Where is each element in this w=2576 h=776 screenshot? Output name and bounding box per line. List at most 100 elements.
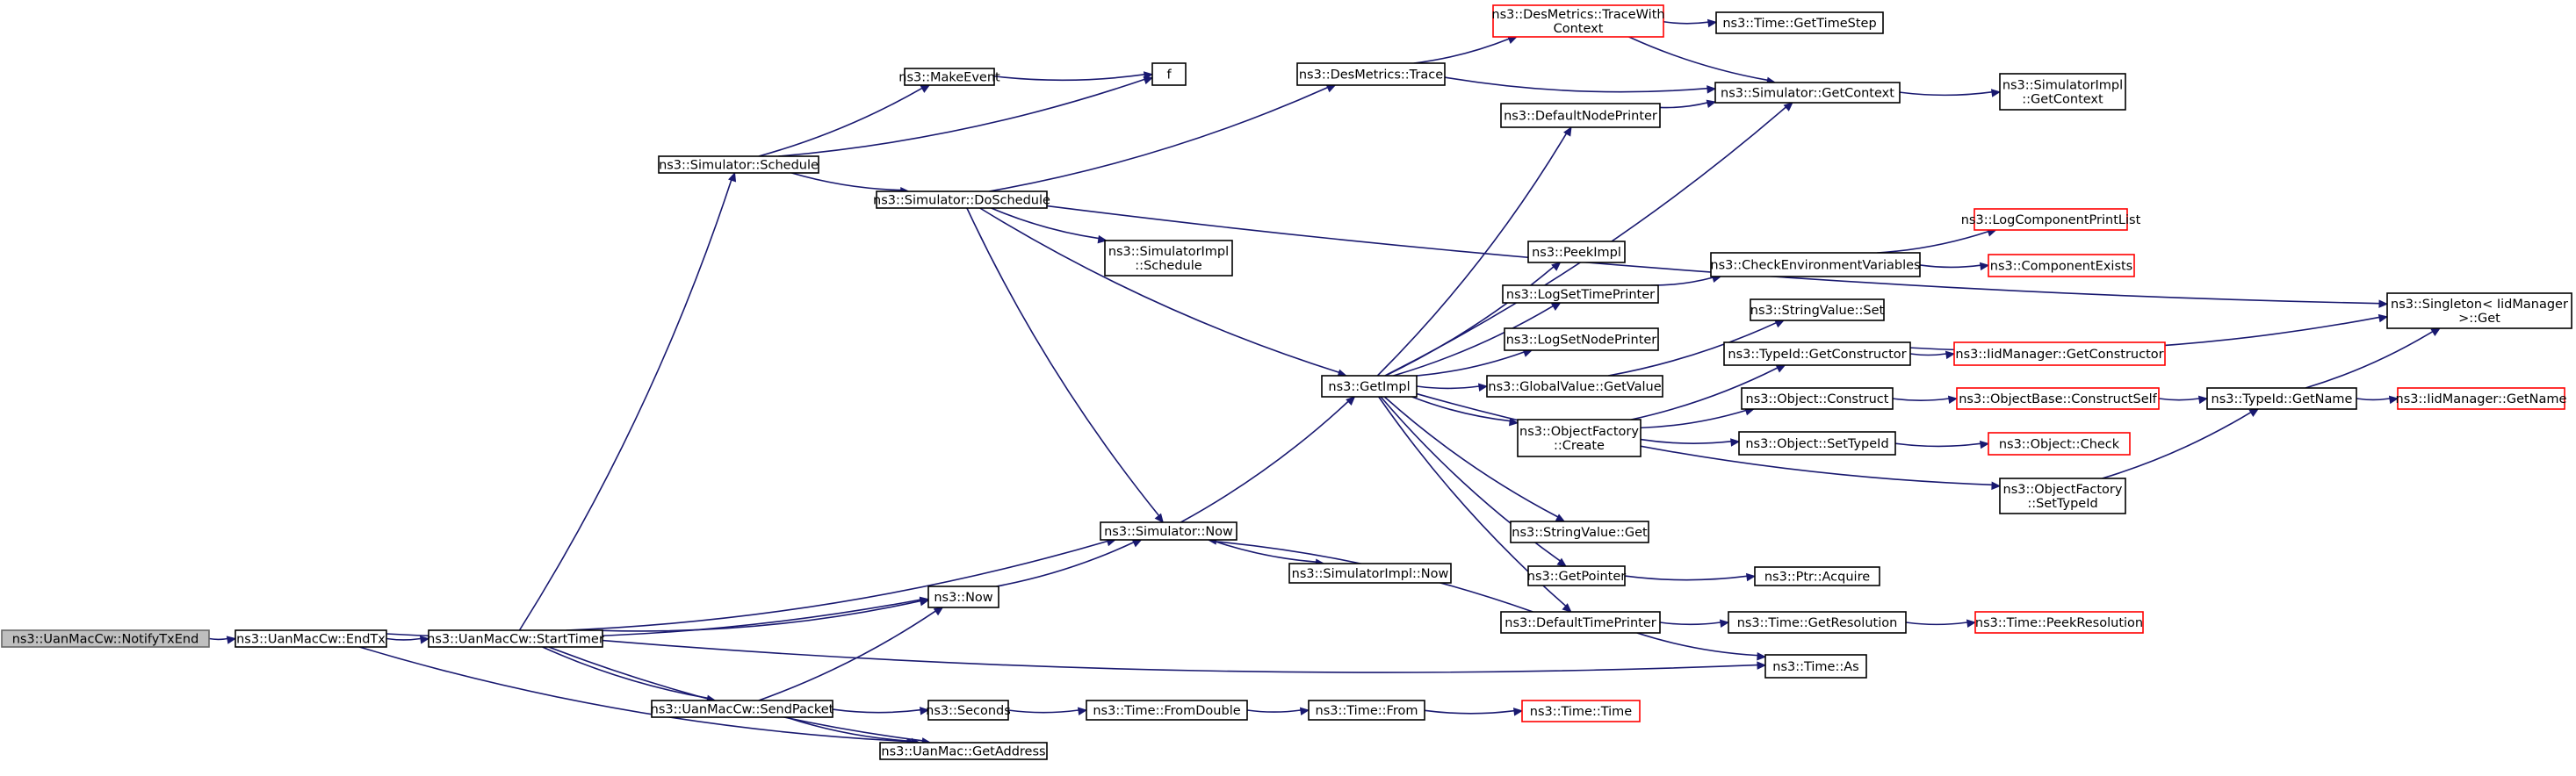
node-objectfactorysettypeid[interactable]: ns3::ObjectFactory::SetTypeId — [1999, 478, 2126, 514]
node-defaulttimeprinter[interactable]: ns3::DefaultTimePrinter — [1500, 611, 1661, 634]
node-label: ns3::ObjectBase::ConstructSelf — [1959, 392, 2157, 406]
node-box — [1086, 700, 1248, 721]
node-singletonget[interactable]: ns3::Singleton< IidManager >::Get — [2386, 292, 2572, 329]
edge-schedule-to-makeevent — [758, 84, 931, 157]
node-label: ns3::IidManager::GetConstructor — [1955, 348, 2163, 362]
node-label: ns3::UanMacCw::StartTimer — [427, 633, 604, 647]
node-box — [1527, 241, 1626, 263]
node-endtx[interactable]: ns3::UanMacCw::EndTx — [235, 629, 387, 648]
node-label: ns3::ObjectFactory — [2003, 483, 2123, 497]
node-iidgetname[interactable]: ns3::IidManager::GetName — [2396, 387, 2567, 410]
node-fromdouble[interactable]: ns3::Time::FromDouble — [1086, 700, 1248, 721]
node-box — [1715, 11, 1884, 34]
node-label: ns3::TypeId::GetName — [2212, 392, 2353, 406]
node-timegetresolution[interactable]: ns3::Time::GetResolution — [1728, 611, 1907, 634]
node-box — [1710, 252, 1921, 277]
node-timefrom[interactable]: ns3::Time::From — [1308, 700, 1425, 721]
node-box — [876, 190, 1048, 209]
edge-getcontext-to-simimplgetcontext — [1899, 89, 2002, 97]
node-getcontext[interactable]: ns3::Simulator::GetContext — [1714, 82, 1901, 104]
node-peekresolution[interactable]: ns3::Time::PeekResolution — [1974, 611, 2144, 634]
edge-starttimer-to-timeas — [602, 639, 1767, 673]
node-desmetricstrace[interactable]: ns3::DesMetrics::Trace — [1296, 62, 1446, 86]
node-simimplschedule[interactable]: ns3::SimulatorImpl::Schedule — [1104, 240, 1233, 277]
edge-getimpl-to-peekimpl — [1385, 262, 1562, 377]
node-defaultnodeprinter[interactable]: ns3::DefaultNodePrinter — [1500, 103, 1661, 128]
node-getimpl[interactable]: ns3::GetImpl — [1321, 375, 1418, 398]
node-timetime[interactable]: ns3::Time::Time — [1521, 700, 1641, 722]
node-logsettimeprinter[interactable]: ns3::LogSetTimePrinter — [1502, 284, 1659, 304]
node-simnow[interactable]: ns3::Simulator::Now — [1100, 521, 1237, 541]
node-ptracquire[interactable]: ns3::Ptr::Acquire — [1754, 566, 1880, 586]
node-logsetnodeprinter[interactable]: ns3::LogSetNodePrinter — [1504, 327, 1659, 351]
node-label: ns3::LogSetTimePrinter — [1506, 288, 1655, 302]
node-simimplnow[interactable]: ns3::SimulatorImpl::Now — [1288, 563, 1452, 584]
edge-defaulttimeprinter-to-timegetresolution — [1659, 619, 1730, 629]
node-label: ns3::Time::As — [1772, 660, 1858, 674]
node-label: ns3::Seconds — [926, 704, 1011, 718]
node-box — [235, 629, 387, 648]
edge-getimpl-to-defaultnodeprinter — [1376, 126, 1572, 377]
node-typeidgetconstructor[interactable]: ns3::TypeId::GetConstructor — [1723, 341, 1911, 366]
node-checkenv[interactable]: ns3::CheckEnvironmentVariables — [1710, 252, 1921, 277]
node-peekimpl[interactable]: ns3::PeekImpl — [1527, 241, 1626, 263]
edge-objectfactorycreate-to-objectconstruct — [1640, 407, 1755, 429]
node-label: ns3::UanMacCw::EndTx — [236, 633, 386, 647]
node-stringvalueset[interactable]: ns3::StringValue::Set — [1750, 298, 1885, 321]
node-box — [1321, 375, 1418, 398]
node-label: ns3::Object::Construct — [1746, 392, 1889, 406]
edge-seconds-to-fromdouble — [1007, 707, 1088, 715]
node-doschedule[interactable]: ns3::Simulator::DoSchedule — [873, 190, 1050, 209]
node-sendpacket[interactable]: ns3::UanMacCw::SendPacket — [651, 700, 834, 718]
node-box — [1100, 521, 1237, 541]
node-box — [1738, 431, 1896, 456]
node-root[interactable]: ns3::UanMacCw::NotifyTxEnd — [1, 629, 210, 648]
node-componentexists[interactable]: ns3::ComponentExists — [1988, 254, 2135, 277]
edge-checkenv-to-componentexists — [1919, 262, 1990, 271]
node-stringvalueget[interactable]: ns3::StringValue::Get — [1510, 521, 1649, 543]
node-box — [1956, 387, 2160, 410]
node-starttimer[interactable]: ns3::UanMacCw::StartTimer — [427, 629, 604, 648]
node-label: ns3::Time::FromDouble — [1093, 704, 1240, 718]
edge-checkenv-to-logcomponentprintlist — [1877, 228, 1997, 254]
node-label: ns3::UanMacCw::SendPacket — [651, 703, 834, 717]
node-gettimestep[interactable]: ns3::Time::GetTimeStep — [1715, 11, 1884, 34]
node-label: >::Get — [2458, 312, 2500, 326]
node-objectcheck[interactable]: ns3::Object::Check — [1988, 432, 2131, 456]
node-box — [1988, 254, 2135, 277]
node-makeevent[interactable]: ns3::MakeEvent — [898, 68, 1000, 86]
node-label: ns3::Time::PeekResolution — [1975, 616, 2143, 630]
node-label: ns3::ComponentExists — [1990, 260, 2133, 274]
node-iidgetconstructor[interactable]: ns3::IidManager::GetConstructor — [1953, 341, 2166, 366]
node-f[interactable]: f — [1151, 62, 1187, 86]
node-getpointer[interactable]: ns3::GetPointer — [1527, 565, 1627, 586]
edge-endtx-to-getaddress — [358, 646, 917, 747]
node-box — [2397, 387, 2565, 410]
node-timeas[interactable]: ns3::Time::As — [1764, 654, 1867, 679]
node-label: ns3::StringValue::Get — [1512, 526, 1648, 540]
node-label: ns3::SimulatorImpl::Now — [1292, 567, 1449, 581]
node-label: ns3::MakeEvent — [898, 71, 1000, 85]
node-box — [2386, 292, 2572, 329]
edge-objectconstruct-to-constructself — [1892, 395, 1959, 405]
edge-objectsettypeid-to-objectcheck — [1894, 440, 1990, 449]
node-getaddress[interactable]: ns3::UanMac::GetAddress — [879, 742, 1048, 760]
node-typeidgetname[interactable]: ns3::TypeId::GetName — [2206, 387, 2357, 410]
node-objectfactorycreate[interactable]: ns3::ObjectFactory::Create — [1517, 419, 1642, 457]
node-label: ::Create — [1554, 439, 1605, 453]
node-logcomponentprintlist[interactable]: ns3::LogComponentPrintList — [1961, 208, 2141, 231]
node-schedule[interactable]: ns3::Simulator::Schedule — [658, 155, 819, 174]
node-box — [1714, 82, 1901, 104]
node-simimplgetcontext[interactable]: ns3::SimulatorImpl::GetContext — [1999, 73, 2126, 111]
node-box — [2206, 387, 2357, 410]
edge-starttimer-to-now — [602, 598, 930, 632]
node-objectconstruct[interactable]: ns3::Object::Construct — [1741, 387, 1894, 410]
node-seconds[interactable]: ns3::Seconds — [926, 700, 1011, 721]
node-constructself[interactable]: ns3::ObjectBase::ConstructSelf — [1956, 387, 2160, 410]
node-label: ns3::Time::Time — [1530, 705, 1633, 719]
node-globalvaluegetvalue[interactable]: ns3::GlobalValue::GetValue — [1486, 375, 1663, 398]
node-now[interactable]: ns3::Now — [927, 586, 999, 608]
node-objectsettypeid[interactable]: ns3::Object::SetTypeId — [1738, 431, 1896, 456]
